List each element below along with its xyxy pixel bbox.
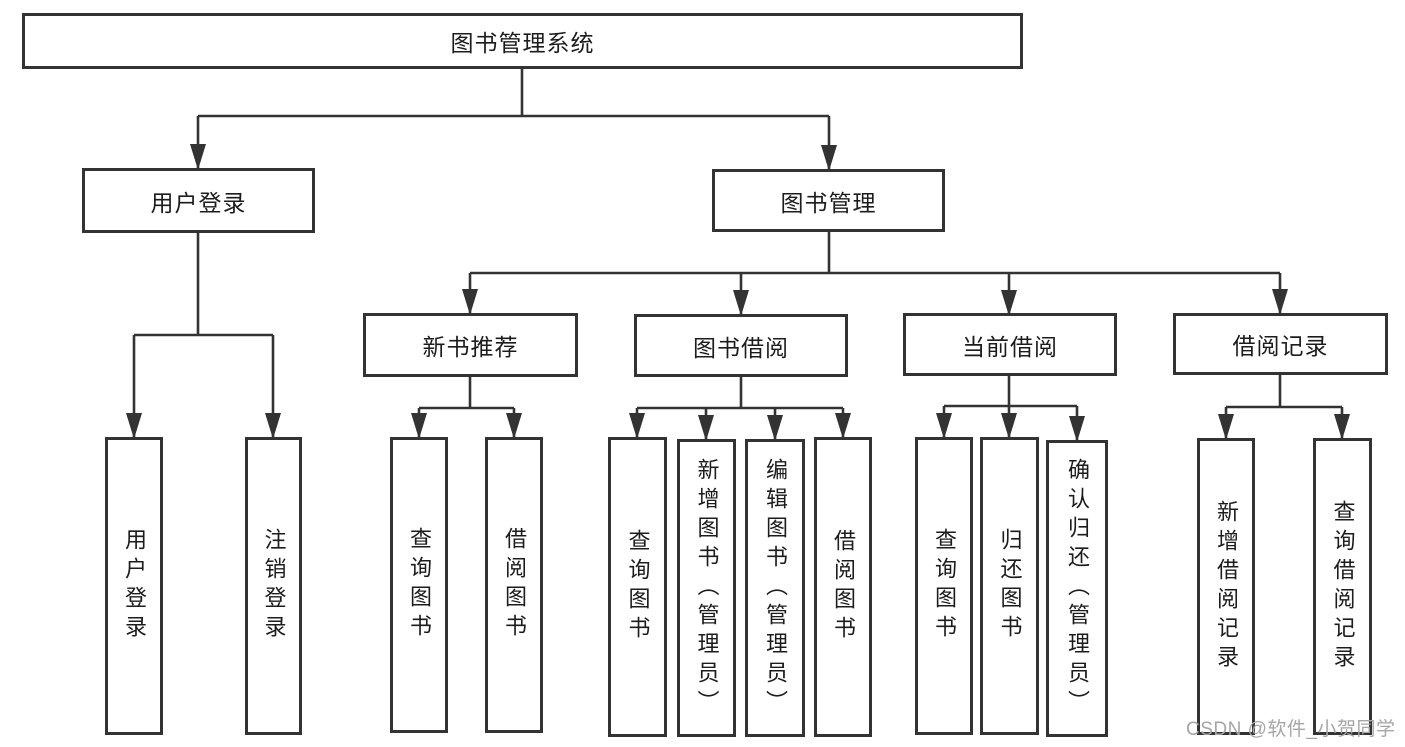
node-query-borrow-record-label: 查询借阅记录: [1330, 499, 1356, 674]
node-borrowing-records-label: 借阅记录: [1232, 333, 1329, 359]
node-book-borrowing-label: 图书借阅: [693, 334, 789, 361]
node-library-system: 图书管理系统: [22, 13, 1023, 69]
node-return-books: 归还图书: [980, 437, 1039, 735]
node-logout-action: 注销登录: [245, 437, 302, 735]
node-current-borrowing: 当前借阅: [903, 313, 1117, 376]
node-confirm-return-admin-label: 确认归还（管理员）: [1065, 458, 1090, 719]
node-book-management: 图书管理: [712, 169, 945, 232]
node-current-borrowing-label: 当前借阅: [962, 333, 1058, 360]
node-logout-action-label: 注销登录: [261, 528, 287, 644]
node-new-book-recommendation: 新书推荐: [363, 313, 578, 377]
node-recommend-query-books-label: 查询图书: [407, 527, 432, 643]
node-add-borrow-record: 新增借阅记录: [1197, 438, 1255, 735]
node-current-query-books: 查询图书: [915, 437, 973, 735]
node-recommend-query-books: 查询图书: [390, 437, 448, 733]
node-recommend-borrow-books-label: 借阅图书: [502, 527, 527, 643]
node-add-books-admin-label: 新增图书（管理员）: [694, 457, 720, 719]
node-book-borrowing: 图书借阅: [634, 314, 848, 377]
node-add-books-admin: 新增图书（管理员）: [677, 439, 736, 737]
node-user-login-action: 用户登录: [105, 437, 163, 735]
csdn-watermark: CSDN @软件_小贺同学: [1186, 719, 1396, 740]
node-user-login-label: 用户登录: [150, 189, 247, 216]
node-user-login-action-label: 用户登录: [122, 528, 147, 644]
node-confirm-return-admin: 确认归还（管理员）: [1046, 440, 1108, 737]
node-edit-books-admin-label: 编辑图书（管理员）: [763, 457, 788, 719]
node-borrowing-borrow-books: 借阅图书: [814, 437, 872, 737]
node-query-borrow-record: 查询借阅记录: [1313, 438, 1372, 735]
connector-arrows: [126, 116, 1350, 442]
node-recommend-borrow-books: 借阅图书: [485, 437, 543, 733]
node-add-borrow-record-label: 新增借阅记录: [1214, 499, 1239, 674]
node-borrowing-records: 借阅记录: [1173, 313, 1388, 375]
node-library-system-label: 图书管理系统: [450, 30, 595, 56]
node-borrowing-query-books: 查询图书: [608, 437, 667, 737]
node-book-management-label: 图书管理: [780, 189, 877, 216]
node-user-login: 用户登录: [82, 168, 315, 233]
node-edit-books-admin: 编辑图书（管理员）: [745, 439, 805, 737]
node-return-books-label: 归还图书: [997, 528, 1023, 644]
node-new-book-recommendation-label: 新书推荐: [422, 334, 519, 360]
node-borrowing-query-books-label: 查询图书: [625, 529, 651, 645]
node-borrowing-borrow-books-label: 借阅图书: [831, 529, 856, 645]
node-current-query-books-label: 查询图书: [932, 528, 957, 644]
